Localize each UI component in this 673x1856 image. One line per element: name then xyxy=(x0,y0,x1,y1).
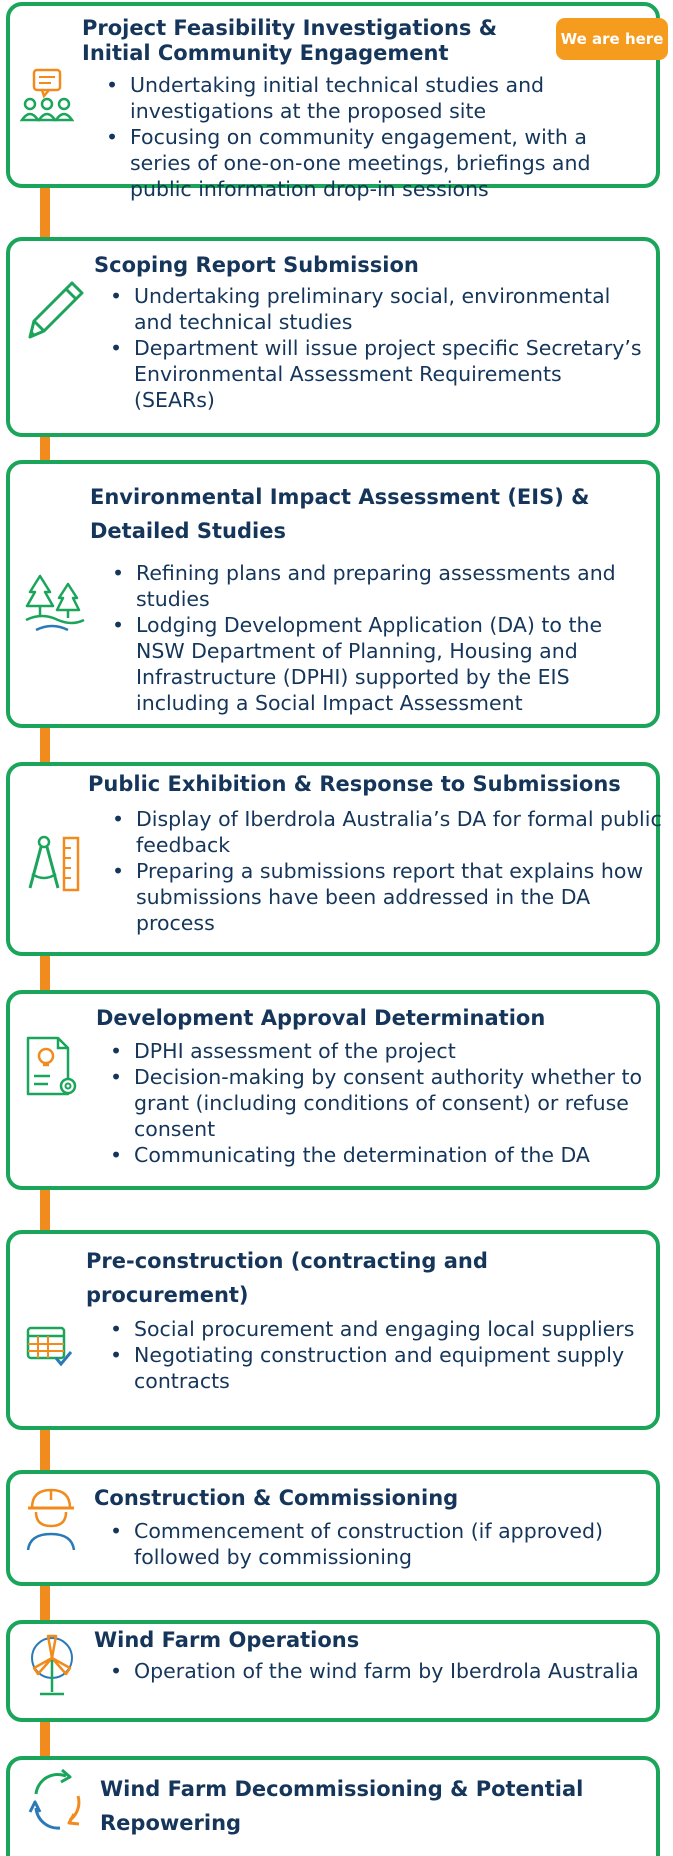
we-are-here-badge: We are here xyxy=(556,18,668,60)
drafting-compass-icon xyxy=(28,835,80,892)
stage-bullets: DPHI assessment of the project Decision-… xyxy=(102,1038,662,1168)
stage-bullet: Department will issue project specific S… xyxy=(102,335,642,413)
stage-bullet: Operation of the wind farm by Iberdrola … xyxy=(102,1658,642,1684)
wind-turbine-icon xyxy=(31,1634,73,1696)
stage-title: Scoping Report Submission xyxy=(94,253,419,277)
trees-icon xyxy=(25,574,85,632)
construction-worker-icon xyxy=(26,1488,76,1551)
calendar-check-icon xyxy=(26,1326,73,1367)
stage-bullet: Social procurement and engaging local su… xyxy=(102,1316,642,1342)
stage-bullet: Undertaking preliminary social, environm… xyxy=(102,283,642,335)
stage-card-construction: Construction & Commissioning Commencemen… xyxy=(6,1470,660,1586)
pencil-icon xyxy=(28,281,84,339)
stage-bullets: Commencement of construction (if approve… xyxy=(102,1518,642,1570)
stage-bullet: Commencement of construction (if approve… xyxy=(102,1518,642,1570)
stage-bullet: DPHI assessment of the project xyxy=(102,1038,662,1064)
stage-card-decommissioning: Wind Farm Decommissioning & Potential Re… xyxy=(6,1756,660,1856)
recycle-arrows-icon xyxy=(28,1768,81,1830)
stage-bullets: Undertaking initial technical studies an… xyxy=(98,72,638,202)
document-lightbulb-gear-icon xyxy=(26,1036,77,1096)
stage-bullet: Focusing on community engagement, with a… xyxy=(98,124,638,202)
stage-title: Wind Farm Decommissioning & Potential Re… xyxy=(100,1777,584,1835)
stage-bullets: Social procurement and engaging local su… xyxy=(102,1316,642,1394)
stage-bullet: Preparing a submissions report that expl… xyxy=(104,858,664,936)
stage-card-development-approval: Development Approval Determination DPHI … xyxy=(6,990,660,1190)
stage-title: Public Exhibition & Response to Submissi… xyxy=(88,772,621,796)
stage-title: Project Feasibility Investigations & Ini… xyxy=(82,16,498,65)
stage-title: Wind Farm Operations xyxy=(94,1628,360,1652)
stage-card-public-exhibition: Public Exhibition & Response to Submissi… xyxy=(6,762,662,956)
stage-card-eis: Environmental Impact Assessment (EIS) & … xyxy=(6,460,660,728)
stage-bullets: Display of Iberdrola Australia’s DA for … xyxy=(104,806,664,936)
stage-bullet: Refining plans and preparing assessments… xyxy=(104,560,644,612)
stage-bullets: Refining plans and preparing assessments… xyxy=(104,560,644,716)
stage-title: Construction & Commissioning xyxy=(94,1486,459,1510)
stage-bullet: Undertaking initial technical studies an… xyxy=(98,72,638,124)
community-chat-icon xyxy=(20,68,75,122)
stage-card-operations: Wind Farm Operations Operation of the wi… xyxy=(6,1620,660,1722)
stage-card-scoping: Scoping Report Submission Undertaking pr… xyxy=(6,237,660,437)
stage-bullet: Communicating the determination of the D… xyxy=(102,1142,662,1168)
stage-bullet: Decision-making by consent authority whe… xyxy=(102,1064,662,1142)
stage-card-feasibility: Project Feasibility Investigations & Ini… xyxy=(6,2,668,201)
stage-title: Development Approval Determination xyxy=(96,1006,546,1030)
stage-bullets: Operation of the wind farm by Iberdrola … xyxy=(102,1658,642,1684)
stage-bullet: Lodging Development Application (DA) to … xyxy=(104,612,644,716)
stage-bullets: Undertaking preliminary social, environm… xyxy=(102,283,642,413)
stage-bullet: Negotiating construction and equipment s… xyxy=(102,1342,642,1394)
stage-title: Environmental Impact Assessment (EIS) & … xyxy=(90,485,590,543)
stage-card-pre-construction: Pre-construction (contracting and procur… xyxy=(6,1230,660,1430)
stage-title: Pre-construction (contracting and procur… xyxy=(86,1249,488,1307)
stage-bullet: Display of Iberdrola Australia’s DA for … xyxy=(104,806,664,858)
